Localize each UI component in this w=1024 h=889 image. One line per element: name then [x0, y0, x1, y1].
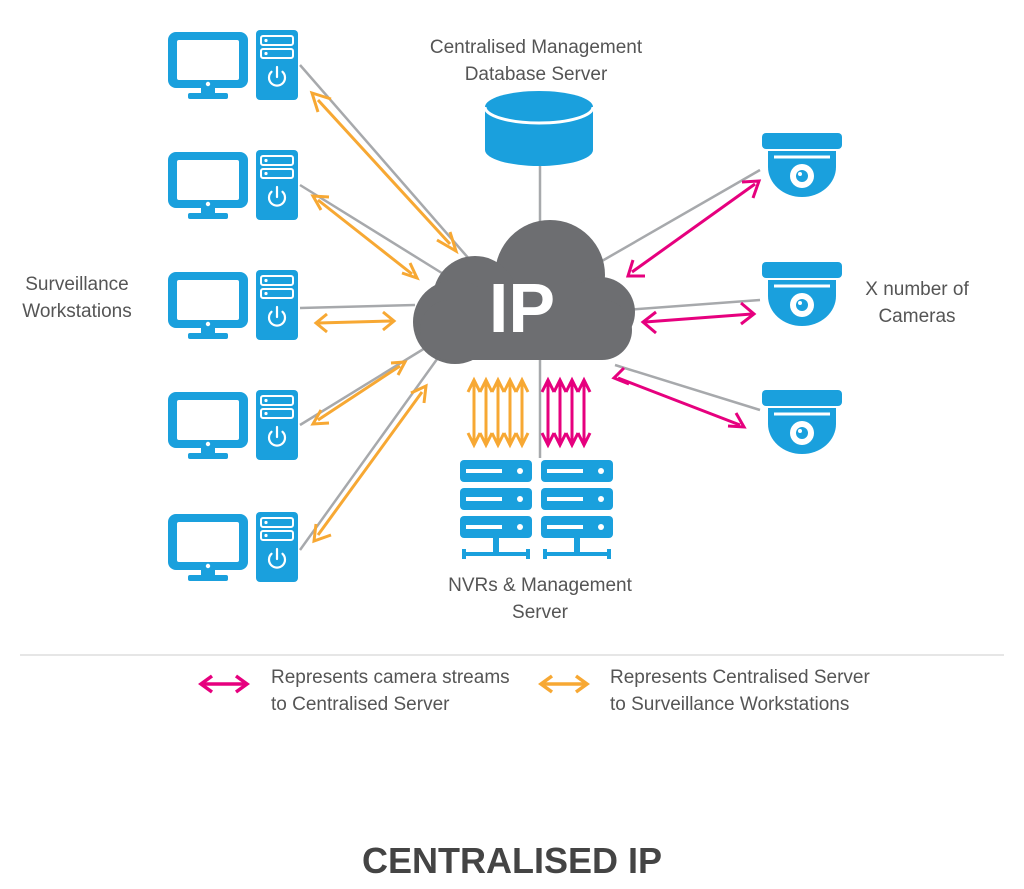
legend-workstation-text-line2: to Surveillance Workstations	[610, 694, 849, 715]
workstation-icon	[166, 268, 300, 342]
legend-camera-text-line1: Represents camera streams	[271, 667, 510, 688]
server-rack-icon	[541, 460, 613, 559]
legend-workstation-text-line1: Represents Centralised Server	[610, 667, 870, 688]
camera-arrows	[611, 179, 762, 429]
orange-stream-bundle	[466, 376, 530, 449]
dome-camera-icon	[760, 131, 844, 199]
dome-camera-icon	[760, 388, 844, 456]
workstation-icon	[166, 28, 300, 102]
workstation-icon	[166, 388, 300, 462]
database-label-line2: Database Server	[465, 64, 608, 85]
legend-camera-arrow-icon	[198, 674, 250, 694]
nvrs-label-line2: Server	[512, 602, 569, 623]
server-rack-icon	[460, 460, 532, 559]
legend-camera-text-line2: to Centralised Server	[271, 694, 450, 715]
workstations-label-line2: Workstations	[22, 301, 131, 322]
legend-workstation-arrow-icon	[538, 674, 590, 694]
diagram-title: CENTRALISED IP	[362, 840, 662, 881]
database-label-line1: Centralised Management	[430, 37, 643, 58]
workstations-label-line1: Surveillance	[25, 274, 129, 295]
dome-camera-icon	[760, 260, 844, 328]
database-icon	[483, 91, 595, 166]
nvrs-label-line1: NVRs & Management	[448, 575, 632, 596]
cloud-icon: IP	[413, 220, 635, 364]
magenta-stream-bundle	[540, 376, 592, 449]
workstation-arrows	[309, 90, 459, 544]
workstation-icon	[166, 510, 300, 584]
cloud-label: IP	[489, 269, 555, 347]
cameras-label-line2: Cameras	[878, 306, 955, 327]
cameras-label-line1: X number of	[865, 279, 969, 300]
workstation-icon	[166, 148, 300, 222]
